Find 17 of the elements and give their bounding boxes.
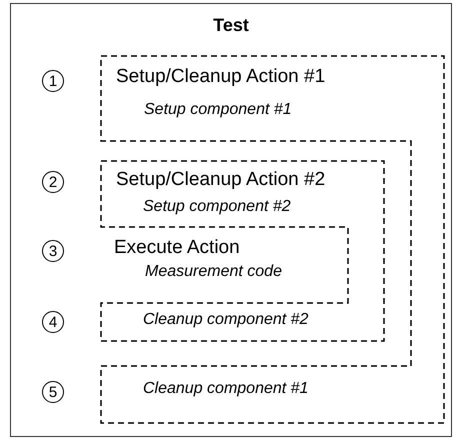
frame-title: Test bbox=[212, 15, 250, 36]
component-label: Measurement code bbox=[145, 263, 282, 282]
component-label: Setup component #2 bbox=[143, 198, 291, 216]
step-number: 5 bbox=[42, 381, 64, 403]
dashed-action-region bbox=[101, 56, 444, 423]
test-frame bbox=[10, 3, 452, 437]
action-title: Setup/Cleanup Action #2 bbox=[116, 169, 326, 191]
action-title: Execute Action bbox=[114, 237, 240, 259]
step-number: 1 bbox=[42, 70, 64, 92]
step-number: 4 bbox=[42, 311, 64, 333]
step-number: 3 bbox=[42, 240, 64, 262]
component-label: Cleanup component #1 bbox=[143, 380, 308, 398]
component-label: Setup component #1 bbox=[144, 101, 292, 120]
action-title: Setup/Cleanup Action #1 bbox=[116, 66, 326, 88]
dashed-action-region bbox=[101, 161, 384, 341]
step-number: 2 bbox=[42, 171, 64, 193]
component-label: Cleanup component #2 bbox=[143, 311, 308, 330]
